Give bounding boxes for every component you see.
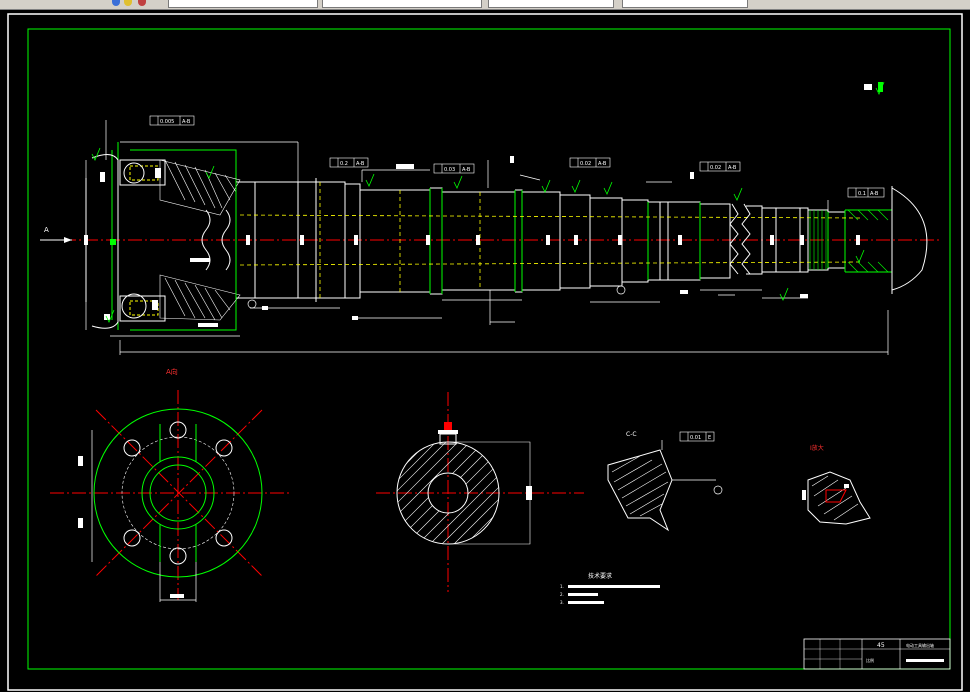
gdt-tol-2: 0.2 [340, 161, 348, 167]
toolbar-icon[interactable] [138, 0, 146, 6]
gdt-ref-2: A-B [356, 161, 365, 167]
gdt-ref-5: A-B [728, 165, 737, 171]
gdt-frame-4: 0.02 A-B [569, 157, 611, 168]
gdt-ref-7: E [708, 435, 711, 441]
tech-req-line-2: 2. [560, 592, 564, 597]
material-label: 45 [877, 642, 885, 649]
detail-i: I放大 [802, 444, 871, 525]
view-a: A向 [50, 367, 290, 602]
gdt-tol-6: 0.1 [858, 191, 866, 197]
drawing-canvas[interactable]: 0.005 A-B 0.2 A-B 0.03 A-B 0. [0, 10, 970, 692]
view-a-label: A向 [166, 367, 178, 376]
gdt-frame-2: 0.2 A-B [329, 157, 369, 168]
title-block: 45 电动工具输出轴 比例 [803, 638, 951, 670]
section-cc: C-C 0.01 E [607, 431, 723, 532]
tech-req-line-1: 1. [560, 584, 564, 589]
tech-req-title: 技术要求 [588, 572, 612, 580]
toolbar [0, 0, 970, 10]
gdt-ref-1: A-B [182, 119, 191, 125]
technical-requirements: 技术要求 1. 2. 3. [560, 572, 660, 605]
gdt-tol-3: 0.03 [444, 167, 455, 173]
section-keyway [376, 392, 584, 592]
gdt-tol-5: 0.02 [710, 165, 721, 171]
gdt-tol-7: 0.01 [690, 435, 701, 441]
gdt-ref-6: A-B [870, 191, 879, 197]
gdt-frame-1: 0.005 A-B [149, 115, 195, 126]
gdt-tol-1: 0.005 [160, 119, 174, 125]
section-cc-label: C-C [626, 431, 637, 438]
tech-req-line-3: 3. [560, 600, 564, 605]
drawing-name: 电动工具输出轴 [906, 642, 934, 648]
gdt-tol-4: 0.02 [580, 161, 591, 167]
layer-dropdown[interactable] [168, 0, 318, 8]
gdt-ref-3: A-B [462, 167, 471, 173]
gdt-frame-5: 0.02 A-B [699, 161, 741, 172]
gdt-frame-3: 0.03 A-B [433, 163, 475, 174]
gdt-frame-6: 0.1 A-B [847, 187, 885, 198]
detail-label: I放大 [810, 444, 824, 452]
linetype-dropdown[interactable] [488, 0, 614, 8]
toolbar-icon[interactable] [112, 0, 120, 6]
shaft-main-view: 0.005 A-B 0.2 A-B 0.03 A-B 0. [40, 81, 940, 355]
gdt-frame-7: 0.01 E [679, 431, 715, 442]
color-dropdown[interactable] [322, 0, 482, 8]
title-block-row: 比例 [866, 657, 874, 663]
toolbar-icon[interactable] [124, 0, 132, 6]
gdt-ref-4: A-B [598, 161, 607, 167]
datum-a-label: A [44, 226, 49, 234]
lineweight-dropdown[interactable] [622, 0, 748, 8]
